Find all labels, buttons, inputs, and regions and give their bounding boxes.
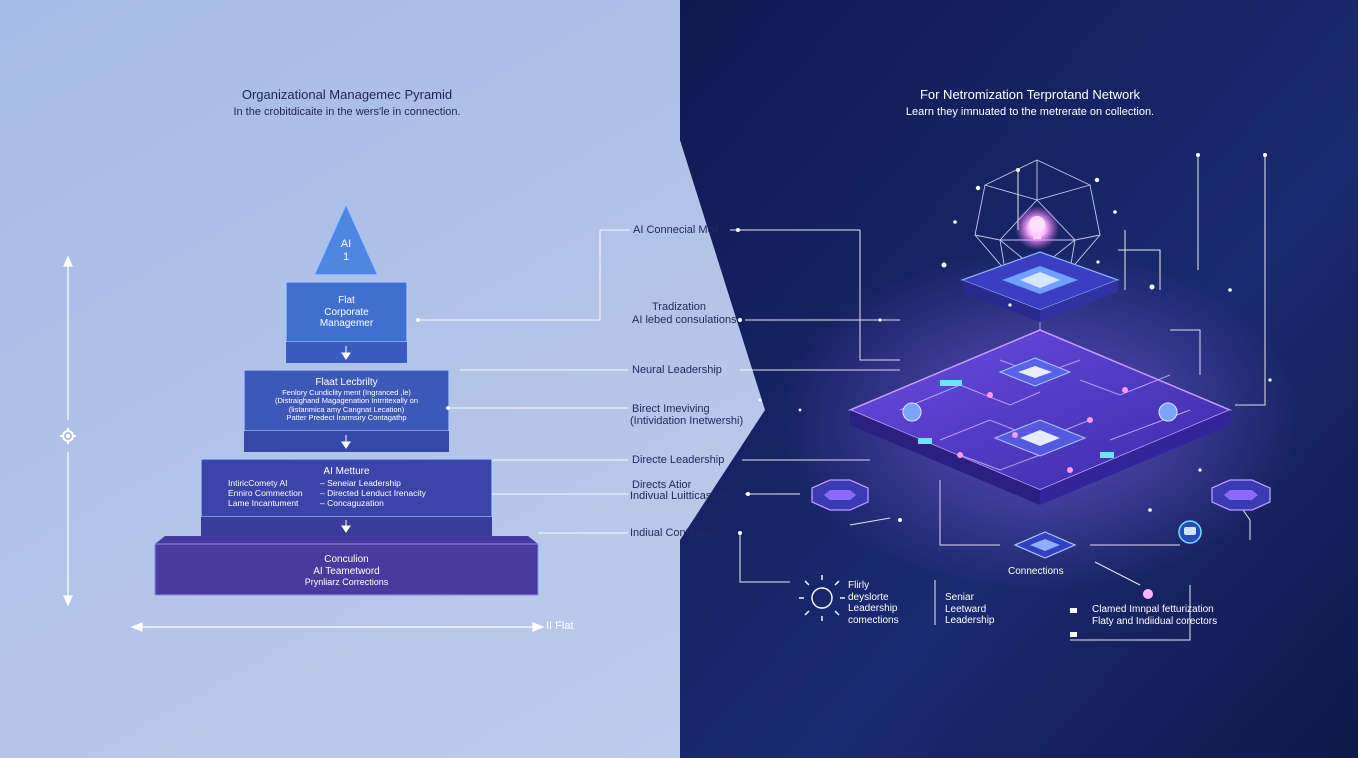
- bottom-label-c-line: Clamed Imnpal fetturization: [1092, 604, 1214, 615]
- bottom-label-b-line: Leetward: [945, 603, 987, 615]
- tier-4-line: Conculion: [324, 554, 369, 565]
- pyramid-tier-4-label: Conculion AI Teametword Prynliarz Correc…: [155, 554, 538, 587]
- tier-2-line: Patter Predect Irarmsiry Contagathp: [286, 413, 407, 423]
- middle-label: AI Connecial Moll: [633, 224, 719, 236]
- connector-dots: [416, 153, 1267, 535]
- pyramid: [154, 202, 539, 596]
- pyramid-apex-label: AI 1: [314, 238, 378, 263]
- lightbulb-icon: [1029, 216, 1045, 239]
- pyramid-tier-2-label: Flaat Lecbrilty Fenlory Cundiclity ment …: [244, 377, 449, 423]
- bottom-label-a-line: comections: [848, 614, 899, 626]
- glow-node: [1143, 589, 1153, 599]
- bottom-label-a-line: Flirly: [848, 580, 870, 591]
- vertical-axis: [63, 255, 73, 607]
- hex-chip-left-icon: [811, 479, 869, 511]
- tier-3-right-line: – Seneiar Leadership: [320, 478, 401, 488]
- connections-chip-icon: [1013, 531, 1077, 559]
- bottom-label-b: Seniar Leetward Leadership: [945, 592, 994, 627]
- left-title: Organizational Managemec Pyramid: [241, 87, 453, 102]
- middle-label: Directs Atior: [632, 479, 692, 491]
- tier-3-right-line: – Concaguzation: [320, 497, 384, 508]
- tier-1-line: Flat: [338, 295, 355, 306]
- tier-2-heading: Flaat Lecbrilty: [315, 377, 378, 388]
- chat-bubble-icon: [1178, 520, 1202, 544]
- pyramid-apex-line: AI: [340, 238, 352, 250]
- horizontal-axis: [130, 622, 545, 632]
- tier-3-left-line: IntiricComety AI: [228, 478, 288, 488]
- sparkles: [758, 177, 1272, 522]
- middle-label: Indivual Luitticasion: [630, 490, 727, 502]
- connections-label: Connections: [1008, 566, 1064, 577]
- tier-4-line: Prynliarz Corrections: [304, 577, 389, 587]
- bottom-label-c-line: Flaty and Indiidual corectors: [1092, 615, 1218, 627]
- bottom-label-a-line: deyslorte: [848, 591, 889, 603]
- middle-label: Birect Imeviving: [632, 403, 710, 415]
- top-chip-icon: [960, 251, 1120, 322]
- sun-node-icon: [799, 575, 845, 621]
- hex-chip-right-icon: [1211, 479, 1271, 511]
- down-arrow-icon: [341, 441, 351, 449]
- middle-label: Indiual Contfraters: [630, 527, 720, 539]
- gear-icon: [60, 428, 76, 444]
- flat-axis-label: II Flat: [546, 620, 574, 632]
- pyramid-tier-1-label: Flat Corporate Managemer: [286, 295, 407, 330]
- tier-3-left-line: Enniro Commection: [228, 487, 303, 498]
- pyramid-apex: [312, 202, 380, 276]
- tier-3-left-list: IntiricComety AI Enniro Commection Lame …: [228, 478, 328, 508]
- right-subtitle: Learn they imnuated to the metrerate on …: [905, 106, 1155, 118]
- right-title: For Netromization Terprotand Network: [919, 87, 1141, 102]
- middle-label: (Intividation Inetwershi): [630, 415, 744, 427]
- bottom-label-c: Clamed Imnpal fetturization Flaty and In…: [1092, 604, 1217, 627]
- tier-1-line: Managemer: [319, 318, 374, 329]
- bottom-label-b-line: Seniar: [945, 592, 974, 603]
- middle-label: Neural Leadership: [632, 364, 722, 376]
- tier-3-right-list: – Seneiar Leadership – Directed Lenduct …: [320, 478, 470, 508]
- tier-3-heading: AI Metture: [323, 466, 370, 477]
- bottom-label-b-line: Leadership: [945, 615, 995, 626]
- network-sphere-icon: [974, 159, 1101, 271]
- pyramid-apex-line: 1: [342, 250, 350, 263]
- tier-3-left-line: Lame Incantument: [228, 497, 299, 508]
- middle-label: AI lebed consulations: [632, 314, 737, 326]
- middle-label: Tradization: [652, 301, 707, 313]
- down-arrow-icon: [341, 525, 351, 533]
- pyramid-tier-4: [154, 543, 539, 596]
- bottom-label-a-line: Leadership: [848, 603, 898, 614]
- bottom-label-a: Flirly deyslorte Leadership comections: [848, 580, 899, 626]
- left-subtitle: In the crobitdicaite in the wers'le in c…: [233, 106, 461, 118]
- doc-icon: [1070, 608, 1077, 637]
- circuit-board: [848, 329, 1232, 505]
- tier-1-line: Corporate: [324, 306, 369, 318]
- pyramid-tier-4-top: [155, 536, 538, 544]
- tier-2-line: (Distraighand Magagenation Intrritexally…: [275, 396, 418, 406]
- tier-2-line: (listanmica amy Cangnat Lecation): [288, 404, 405, 414]
- tier-4-line: AI Teametword: [313, 565, 380, 577]
- down-arrow-icon: [341, 352, 351, 360]
- pyramid-tier-2: [243, 369, 450, 432]
- tier-3-right-line: – Directed Lenduct Irenacity: [320, 487, 426, 498]
- middle-label: Directe Leadership: [632, 454, 725, 466]
- tier-2-line: Fenlory Cundiclity ment (Ingranced ,le): [282, 387, 411, 397]
